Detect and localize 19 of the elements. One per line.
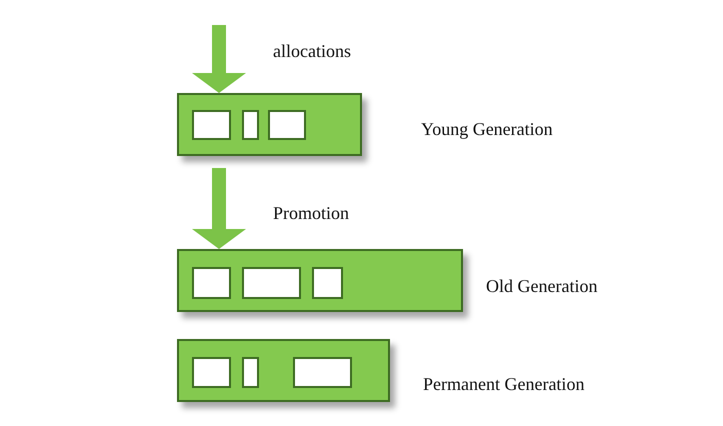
memory-block (312, 267, 343, 299)
memory-bar (177, 339, 390, 402)
memory-block (242, 110, 259, 140)
memory-block (268, 110, 306, 140)
memory-block (242, 357, 259, 388)
memory-bar (177, 249, 463, 312)
memory-block (192, 357, 231, 388)
memory-bar (177, 93, 362, 156)
block-arrow (192, 25, 246, 93)
generation-label: Young Generation (421, 119, 553, 140)
generation-label: Permanent Generation (423, 374, 584, 395)
memory-block (242, 267, 301, 299)
block-arrow (192, 168, 246, 249)
edge-label: allocations (273, 41, 351, 62)
edge-label: Promotion (273, 203, 350, 224)
memory-block (192, 110, 231, 140)
memory-block (293, 357, 352, 388)
generation-label: Old Generation (486, 276, 598, 297)
memory-block (192, 267, 231, 299)
